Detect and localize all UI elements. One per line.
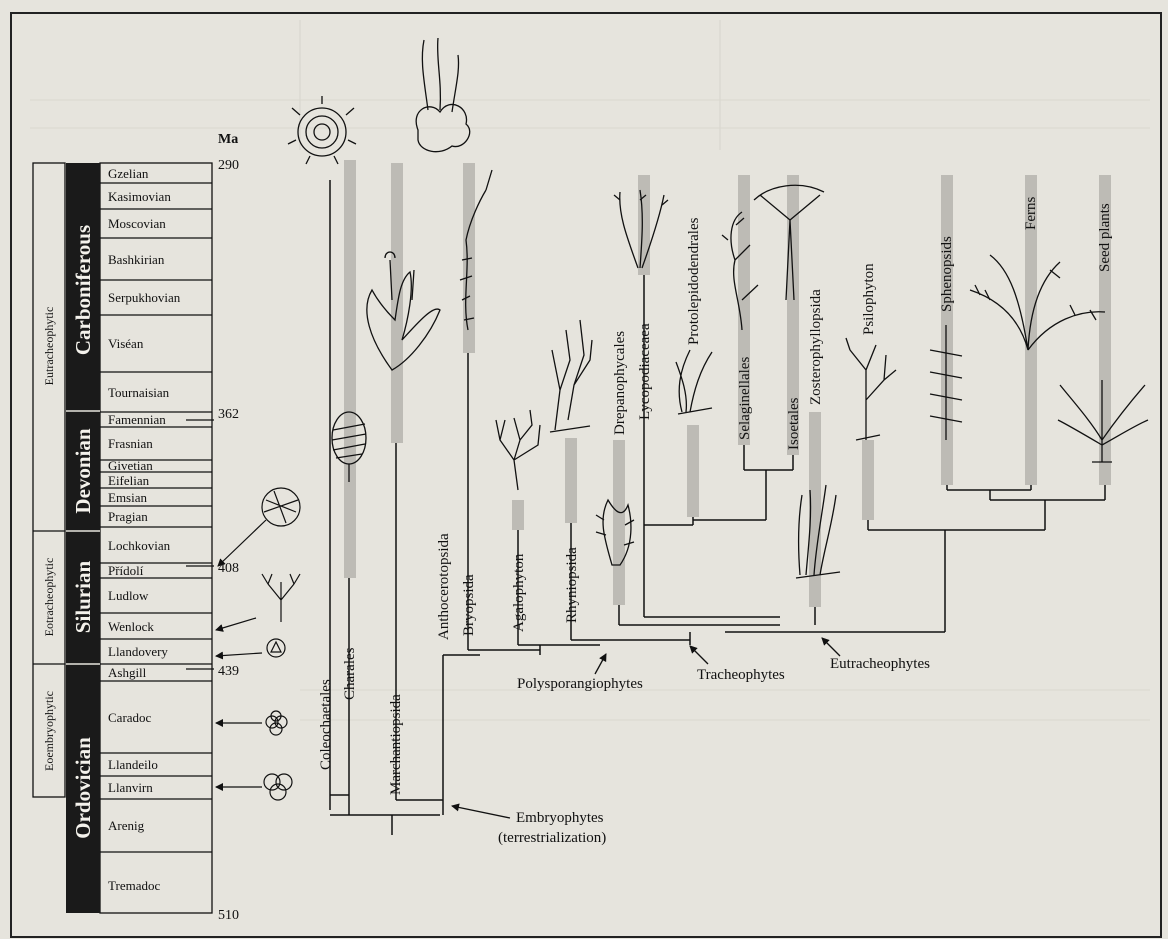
age-362: 362 <box>218 407 239 422</box>
stage-lochkovian: Lochkovian <box>108 538 171 553</box>
taxon-zosterophyllopsida: Zosterophyllopsida <box>808 289 824 405</box>
stage-moscovian: Moscovian <box>108 216 166 231</box>
period-carboniferous: Carboniferous <box>71 225 95 355</box>
taxon-drepanophycales: Drepanophycales <box>612 331 628 435</box>
stage-visean: Viséan <box>108 336 144 351</box>
taxon-charales: Charales <box>342 647 358 700</box>
taxon-marchantiopsida: Marchantiopsida <box>388 694 404 795</box>
taxon-lycopodiaceaea: Lycopodiaceaea <box>637 323 653 420</box>
taxon-seed-plants: Seed plants <box>1097 203 1113 272</box>
taxon-rhyniopsida: Rhyniopsida <box>564 547 580 623</box>
phase-eotracheophytic: Eotracheophytic <box>42 558 56 637</box>
stage-gzelian: Gzelian <box>108 166 149 181</box>
taxon-isoetales: Isoetales <box>786 397 802 450</box>
stage-ludlow: Ludlow <box>108 588 149 603</box>
period-silurian: Silurian <box>71 561 95 634</box>
stage-caradoc: Caradoc <box>108 710 152 725</box>
stage-wenlock: Wenlock <box>108 619 154 634</box>
taxon-ferns: Ferns <box>1023 197 1039 230</box>
stage-ashgill: Ashgill <box>108 665 147 680</box>
clade-eutracheophytes: Eutracheophytes <box>830 656 930 672</box>
stage-llandeilo: Llandeilo <box>108 757 158 772</box>
ma-unit-label: Ma <box>218 132 238 147</box>
taxon-psilophyton: Psilophyton <box>861 263 877 335</box>
phase-eutracheophytic: Eutracheophytic <box>42 307 56 386</box>
clade-tracheophytes: Tracheophytes <box>697 667 785 683</box>
stage-kasimovian: Kasimovian <box>108 189 171 204</box>
stage-pragian: Pragian <box>108 509 148 524</box>
clade-embryophytes: Embryophytes <box>516 810 604 826</box>
age-510: 510 <box>218 908 239 923</box>
stage-frasnian: Frasnian <box>108 436 153 451</box>
stage-emsian: Emsian <box>108 490 147 505</box>
stage-serpukhovian: Serpukhovian <box>108 290 181 305</box>
stage-eifelian: Eifelian <box>108 473 150 488</box>
stage-tournaisian: Tournaisian <box>108 385 170 400</box>
taxon-agalophyton: Agalophyton <box>511 553 527 632</box>
stage-arenig: Arenig <box>108 818 145 833</box>
stage-famennian: Famennian <box>108 412 166 427</box>
clade-terrestrialization: (terrestrialization) <box>498 830 606 846</box>
taxon-selaginellales: Selaginellales <box>737 357 753 440</box>
age-439: 439 <box>218 664 239 679</box>
taxon-anthocerotopsida: Anthocerotopsida <box>436 533 452 640</box>
stage-tremadoc: Tremadoc <box>108 878 160 893</box>
taxon-sphenopsids: Sphenopsids <box>939 236 955 312</box>
stage-givetian: Givetian <box>108 458 153 473</box>
stage-llandovery: Llandovery <box>108 644 168 659</box>
stage-bashkirian: Bashkirian <box>108 252 165 267</box>
taxon-bryopsida: Bryopsida <box>461 574 477 636</box>
taxon-coleochaetales: Coleochaetales <box>318 679 334 770</box>
stage-pridoli: Přídolí <box>108 563 144 578</box>
taxon-protolepidodendrales: Protolepidodendrales <box>686 217 702 345</box>
phase-eoembryophytic: Eoembryophytic <box>42 691 56 771</box>
clade-polysporangiophytes: Polysporangiophytes <box>517 676 643 692</box>
period-ordovician: Ordovician <box>71 737 95 839</box>
stage-llanvirn: Llanvirn <box>108 780 153 795</box>
period-devonian: Devonian <box>71 428 95 514</box>
age-290: 290 <box>218 158 239 173</box>
